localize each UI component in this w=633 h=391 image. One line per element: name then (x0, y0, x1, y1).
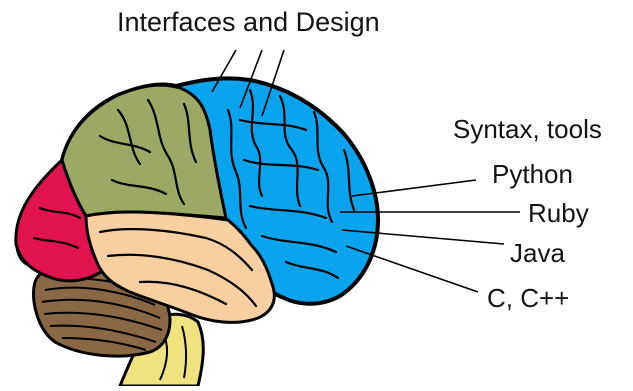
label-syntax-tools: Syntax, tools (453, 116, 602, 142)
label-c-cpp: C, C++ (487, 285, 569, 311)
label-java: Java (510, 240, 565, 266)
label-interfaces-design: Interfaces and Design (117, 9, 380, 36)
label-python: Python (492, 161, 573, 187)
label-ruby: Ruby (528, 200, 589, 226)
parietal-lobe (62, 85, 226, 218)
